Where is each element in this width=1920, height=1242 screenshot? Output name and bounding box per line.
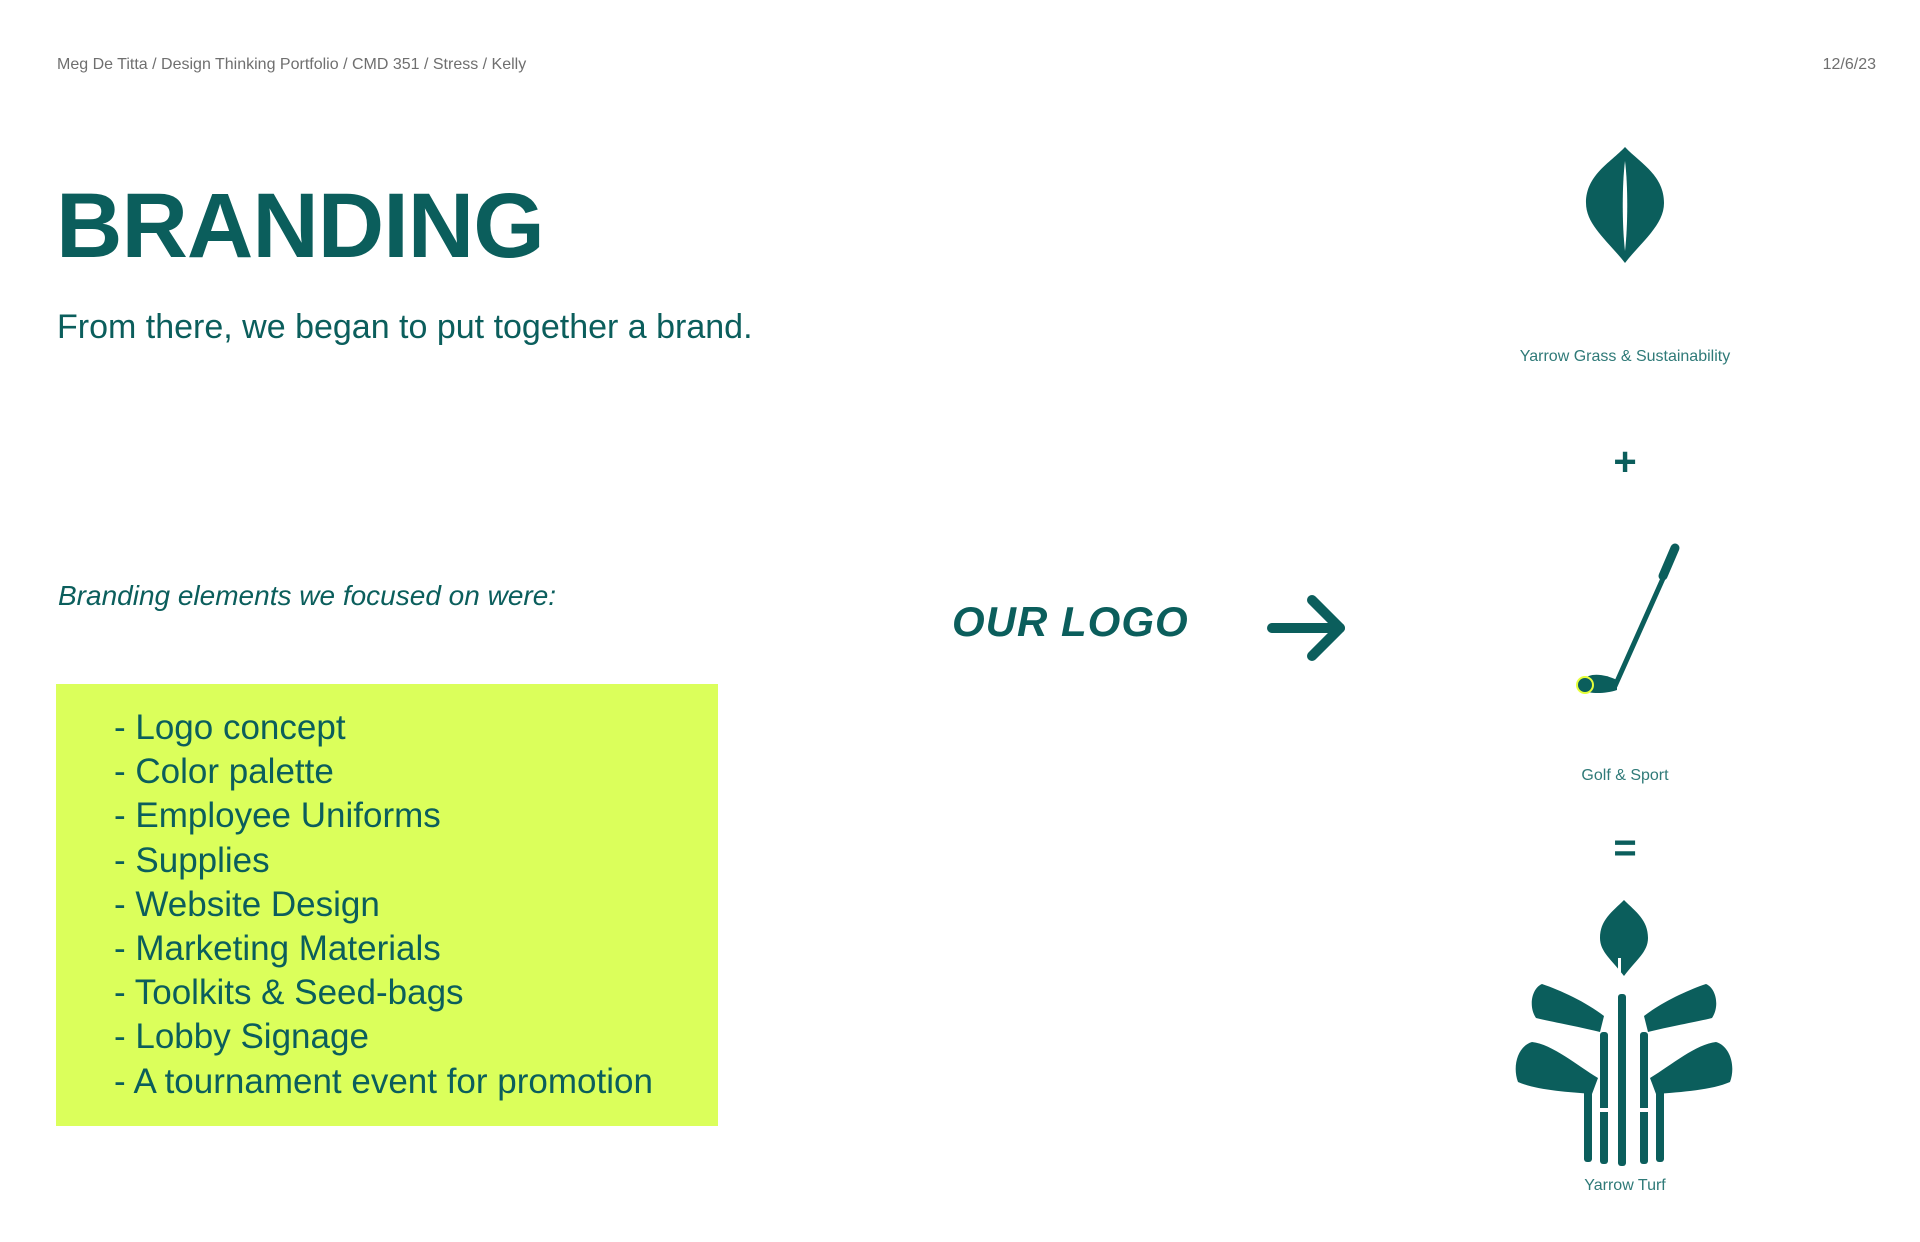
list-item: - Supplies <box>114 840 270 880</box>
yarrow-turf-caption: Yarrow Turf <box>1584 1177 1666 1194</box>
leaf-icon <box>1586 147 1664 263</box>
list-item: - A tournament event for promotion <box>114 1061 653 1101</box>
list-item: - Logo concept <box>114 708 346 747</box>
page-title: BRANDING <box>56 175 545 277</box>
yarrow-caption: Yarrow Grass & Sustainability <box>1519 348 1731 365</box>
golf-club-icon <box>1576 543 1680 694</box>
branding-elements-list: - Logo concept - Color palette - Employe… <box>114 706 653 1104</box>
golf-caption: Golf & Sport <box>1581 767 1669 784</box>
equals-sign: = <box>1613 826 1637 870</box>
page-subtitle: From there, we began to put together a b… <box>57 308 753 346</box>
list-item: - Website Design <box>114 884 380 924</box>
list-item: - Toolkits & Seed-bags <box>114 973 464 1013</box>
list-item: - Employee Uniforms <box>114 796 441 836</box>
list-item: - Lobby Signage <box>114 1017 369 1057</box>
list-item: - Marketing Materials <box>114 929 441 969</box>
our-logo-label: OUR LOGO <box>952 598 1189 645</box>
breadcrumb: Meg De Titta / Design Thinking Portfolio… <box>57 56 527 73</box>
branding-intro: Branding elements we focused on were: <box>58 580 557 611</box>
page-date: 12/6/23 <box>1822 56 1876 73</box>
branding-elements-box: - Logo concept - Color palette - Employe… <box>56 684 718 1126</box>
list-item: - Color palette <box>114 752 334 792</box>
yarrow-turf-logo <box>1515 900 1733 1166</box>
plus-sign: + <box>1613 440 1637 484</box>
arrow-right-icon <box>1267 595 1345 661</box>
